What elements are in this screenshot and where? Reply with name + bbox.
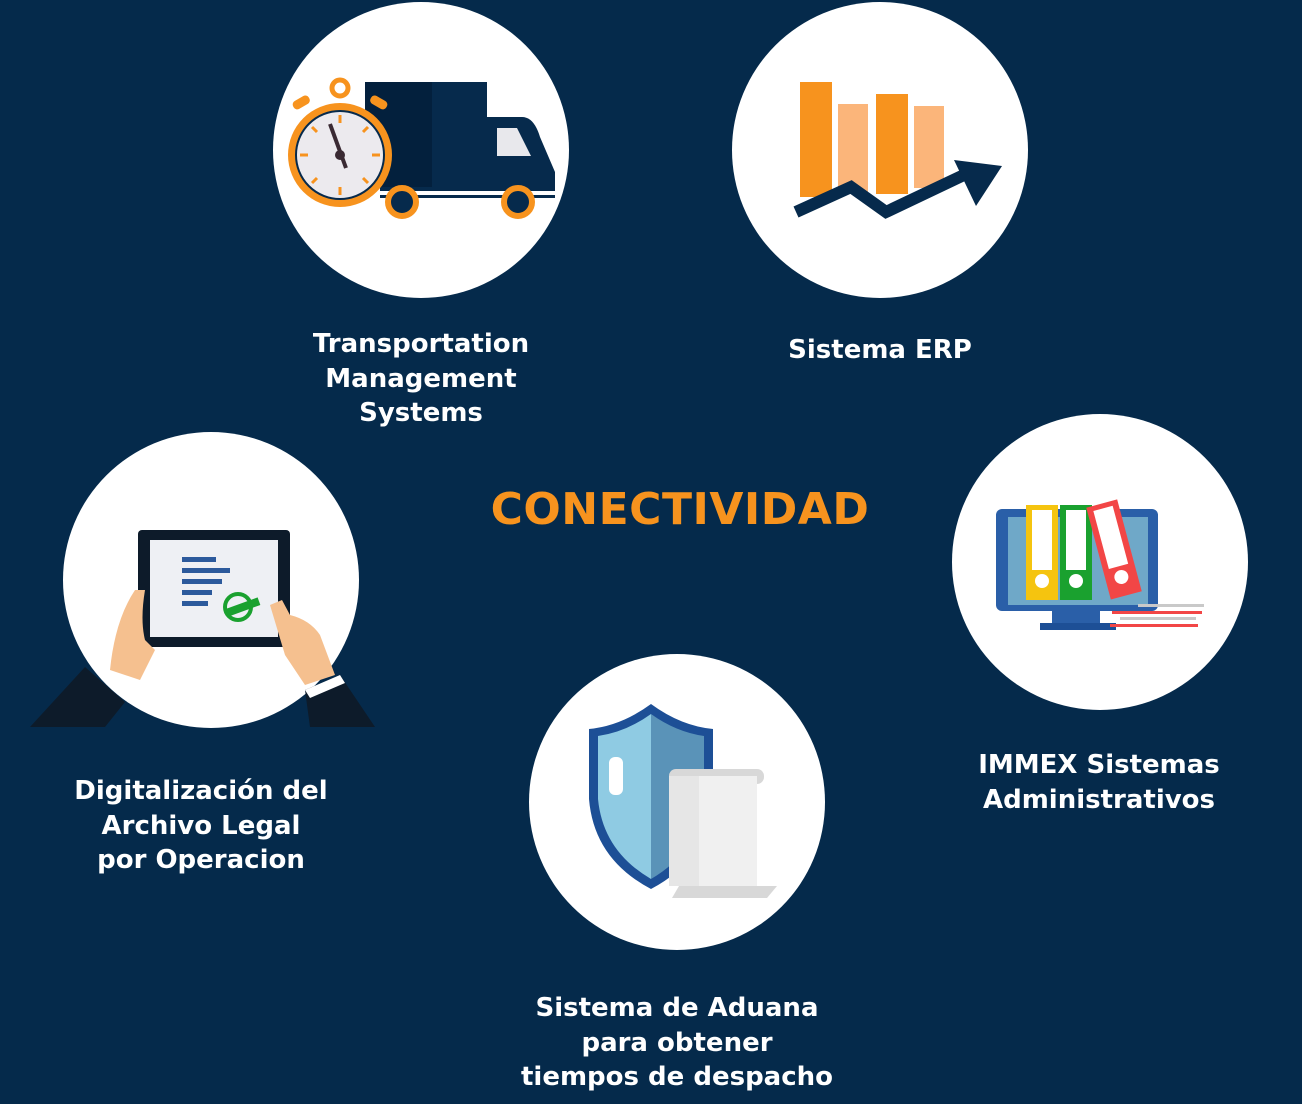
digital-label: Digitalización del Archivo Legal por Ope…: [74, 774, 327, 878]
label-line: por Operacion: [97, 845, 305, 875]
label-line: Digitalización del: [74, 776, 328, 806]
label-line: Transportation: [312, 329, 530, 359]
diagram-title: CONECTIVIDAD: [490, 484, 870, 535]
tablet-document-icon: [30, 530, 375, 727]
label-line: para obtener: [581, 1027, 773, 1058]
label-line: Sistema de Aduana: [535, 993, 819, 1023]
label-line: IMMEX Sistemas: [978, 750, 1220, 780]
tms-label: Transportation Management Systems: [313, 327, 529, 431]
erp-label: Sistema ERP: [788, 333, 972, 368]
shield-scroll-icon: [589, 704, 777, 898]
monitor-binders-icon: [996, 499, 1204, 630]
label-line: Management: [325, 363, 517, 394]
label-line: Administrativos: [982, 784, 1216, 815]
label-line: Archivo Legal: [101, 810, 301, 841]
label-line: Systems: [359, 398, 483, 428]
label-line: Sistema ERP: [788, 335, 972, 365]
immex-label: IMMEX Sistemas Administrativos: [978, 748, 1220, 817]
bar-chart-growth-icon: [793, 82, 1002, 219]
label-line: tiempos de despacho: [520, 1062, 834, 1092]
aduana-label: Sistema de Aduana para obtener tiempos d…: [521, 991, 833, 1095]
truck-stopwatch-icon: [288, 77, 555, 219]
